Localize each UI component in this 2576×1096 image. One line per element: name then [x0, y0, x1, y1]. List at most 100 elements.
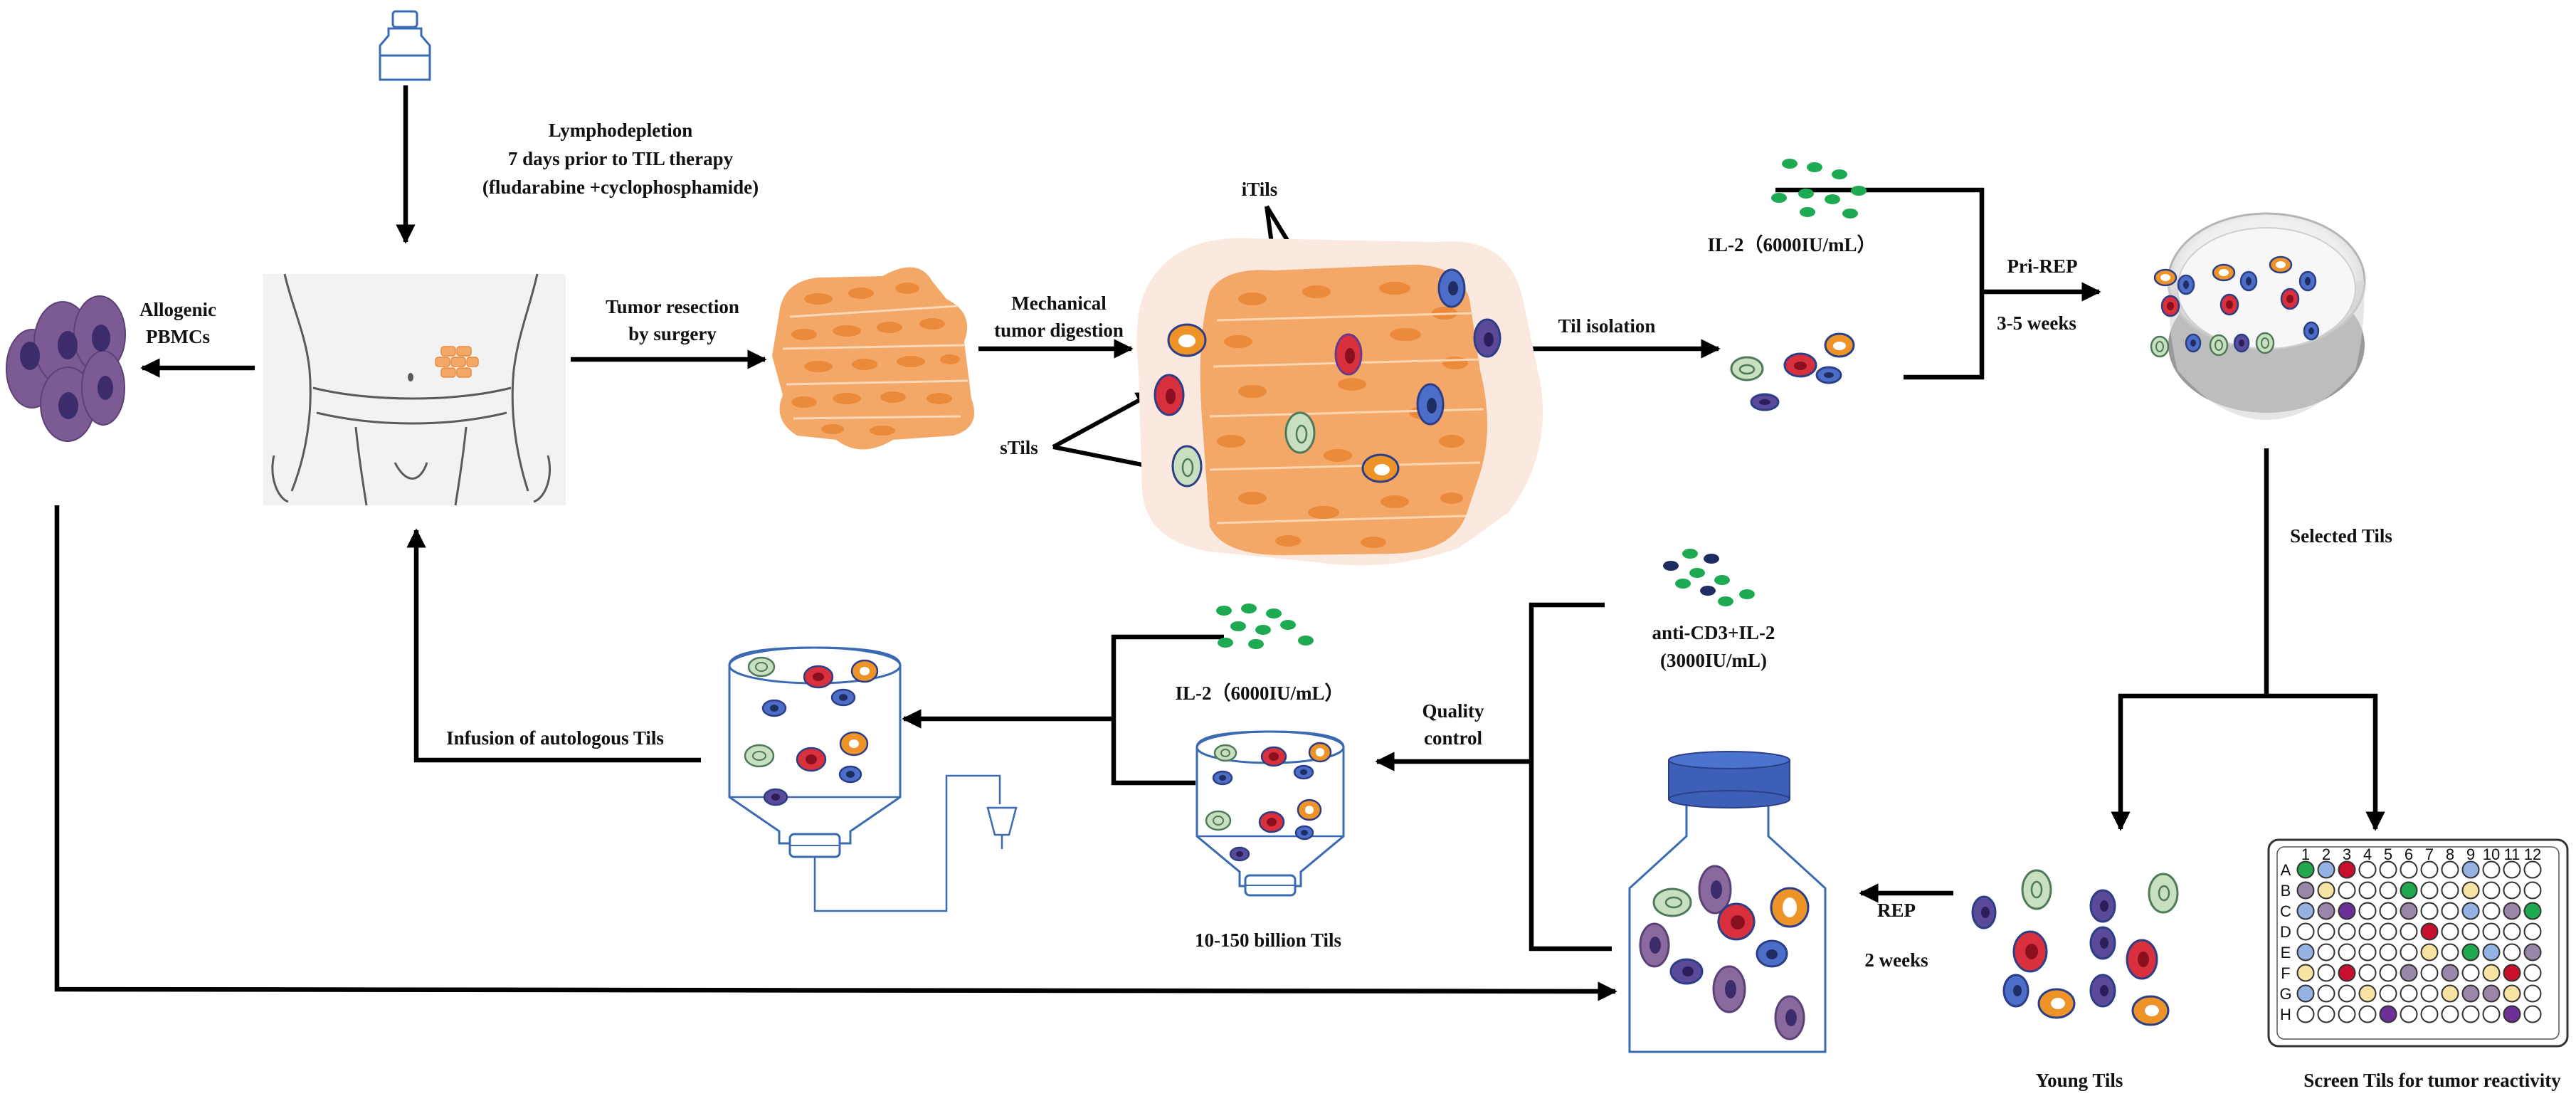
plate-well — [2503, 1005, 2521, 1023]
plate-well — [2296, 1005, 2315, 1023]
plate-well — [2461, 922, 2480, 941]
plate-row-label: D — [2280, 923, 2291, 941]
label-screen-tils: Screen Tils for tumor reactivity — [2303, 1070, 2561, 1091]
bracket-anticd3 — [1529, 602, 1612, 952]
plate-well — [2461, 984, 2480, 1003]
plate-well — [2482, 902, 2501, 920]
label-tumor-resection: Tumor resection — [606, 296, 739, 317]
plate-well — [2379, 881, 2397, 900]
label-billion-tils: 10-150 billion Tils — [1195, 929, 1341, 951]
label-stils: sTils — [1000, 437, 1038, 458]
tumor-microenvironment — [1136, 238, 1543, 566]
plate-well — [2523, 922, 2542, 941]
arrow-stils-1 — [1052, 391, 1155, 449]
plate-well — [2296, 964, 2315, 982]
plate-well — [2503, 943, 2521, 961]
label-rep: REP — [1877, 900, 1916, 921]
plate-well — [2338, 964, 2356, 982]
plate-well — [2523, 1005, 2542, 1023]
plate-well — [2358, 881, 2377, 900]
label-prirep: Pri-REP — [2007, 255, 2078, 277]
plate-well — [2523, 943, 2542, 961]
label-control: control — [1424, 727, 1482, 749]
plate-well — [2461, 902, 2480, 920]
plate-well — [2358, 860, 2377, 879]
label-il2-mid: IL-2（6000IU/mL） — [1175, 683, 1344, 704]
plate-row-label: B — [2281, 882, 2291, 900]
il2-dots-mid — [1216, 604, 1314, 649]
plate-well — [2503, 860, 2521, 879]
plate-well — [2317, 984, 2335, 1003]
plate-well — [2317, 1005, 2335, 1023]
plate-well — [2482, 922, 2501, 941]
plate-well — [2420, 1005, 2439, 1023]
plate-well — [2400, 902, 2418, 920]
label-by-surgery: by surgery — [628, 323, 717, 344]
plate-well — [2379, 1005, 2397, 1023]
label-lymphodepletion-days: 7 days prior to TIL therapy — [508, 148, 734, 169]
label-rep-duration: 2 weeks — [1864, 949, 1928, 971]
plate-well — [2441, 902, 2459, 920]
plate-column-label: 1 — [2301, 845, 2310, 863]
plate-well — [2441, 943, 2459, 961]
plate-well — [2441, 984, 2459, 1003]
iv-bag-icon — [379, 10, 431, 81]
plate-row-label: G — [2279, 985, 2291, 1003]
label-lymphodepletion: Lymphodepletion — [549, 120, 693, 141]
plate-well — [2296, 984, 2315, 1003]
label-anticd3: anti-CD3+IL-2 — [1652, 622, 1775, 643]
plate-well — [2441, 922, 2459, 941]
plate-well — [2420, 860, 2439, 879]
tumor-tissue-icon — [772, 267, 975, 450]
plate-well — [2358, 922, 2377, 941]
plate-well — [2317, 964, 2335, 982]
plate-well — [2317, 902, 2335, 920]
plate-well — [2523, 902, 2542, 920]
plate-wells — [2296, 860, 2542, 1023]
plate-well — [2420, 984, 2439, 1003]
bracket-il2-mid — [1111, 634, 1224, 786]
label-selected-tils: Selected Tils — [2290, 525, 2392, 547]
isolated-tils — [1730, 332, 1855, 411]
culture-flask-icon — [1628, 751, 1827, 1053]
plate-well — [2358, 943, 2377, 961]
plate-well — [2503, 922, 2521, 941]
plate-well — [2461, 943, 2480, 961]
plate-row-label: A — [2281, 861, 2291, 879]
plate-column-label: 6 — [2405, 845, 2413, 863]
plate-well — [2379, 984, 2397, 1003]
plate-well — [2400, 860, 2418, 879]
plate-well — [2503, 984, 2521, 1003]
plate-row-label: C — [2280, 902, 2291, 920]
plate-well — [2400, 964, 2418, 982]
label-prirep-duration: 3-5 weeks — [1997, 312, 2076, 334]
plate-well — [2420, 881, 2439, 900]
plate-column-label: 11 — [2504, 845, 2520, 863]
plate-well — [2461, 1005, 2480, 1023]
plate-well — [2400, 881, 2418, 900]
plate-well — [2441, 860, 2459, 879]
plate-well — [2379, 943, 2397, 961]
plate-well — [2317, 922, 2335, 941]
label-anticd3-conc: (3000IU/mL) — [1660, 650, 1767, 671]
label-young-tils: Young Tils — [2036, 1070, 2123, 1091]
plate-well — [2503, 902, 2521, 920]
plate-well — [2317, 881, 2335, 900]
plate-well — [2379, 860, 2397, 879]
plate-column-label: 9 — [2466, 845, 2475, 863]
bioreactor-icon — [1195, 730, 1345, 897]
label-infusion: Infusion of autologous Tils — [446, 727, 664, 749]
plate-well — [2400, 1005, 2418, 1023]
plate-well — [2523, 964, 2542, 982]
plate-well — [2400, 984, 2418, 1003]
plate-well — [2482, 1005, 2501, 1023]
plate-well — [2338, 984, 2356, 1003]
infusion-bag-icon — [728, 646, 1018, 912]
plate-well — [2482, 964, 2501, 982]
petri-dish-icon — [2150, 212, 2366, 420]
plate-well — [2420, 902, 2439, 920]
pbmc-cluster — [6, 295, 126, 442]
plate-well — [2296, 902, 2315, 920]
